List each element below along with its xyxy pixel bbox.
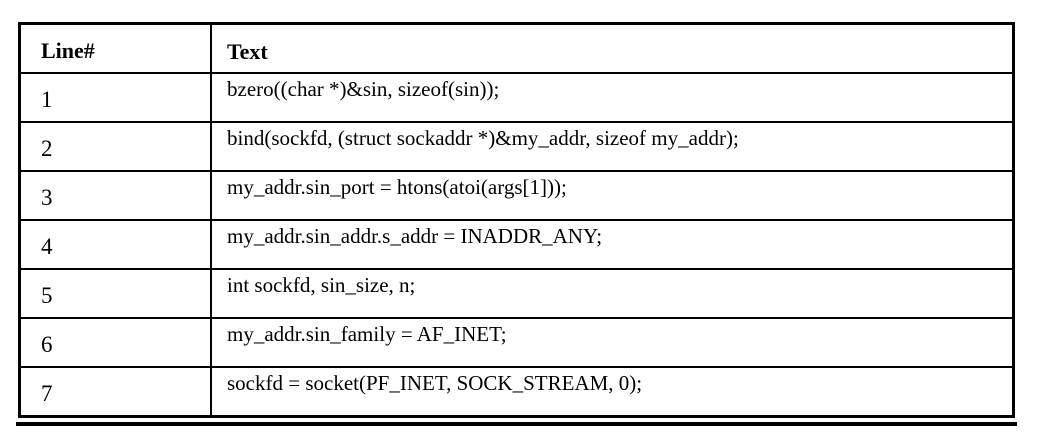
table-row: 6 my_addr.sin_family = AF_INET; [21,317,1012,366]
code-text-cell: my_addr.sin_port = htons(atoi(args[1])); [227,175,567,199]
code-text-cell: bzero((char *)&sin, sizeof(sin)); [227,77,500,101]
bottom-rule-divider [16,422,1017,426]
table-row: 7 sockfd = socket(PF_INET, SOCK_STREAM, … [21,366,1012,415]
line-number-cell: 6 [21,319,212,366]
table-row: 4 my_addr.sin_addr.s_addr = INADDR_ANY; [21,219,1012,268]
line-number-cell: 4 [21,221,212,268]
line-number-cell: 1 [21,74,212,121]
code-lines-table: Line# Text 1 bzero((char *)&sin, sizeof(… [18,22,1015,418]
line-number-cell: 7 [21,368,212,415]
line-number-cell: 3 [21,172,212,219]
table-row: 5 int sockfd, sin_size, n; [21,268,1012,317]
table-row: 3 my_addr.sin_port = htons(atoi(args[1])… [21,170,1012,219]
column-header-text: Text [227,39,268,64]
table-row: 1 bzero((char *)&sin, sizeof(sin)); [21,72,1012,121]
code-text-cell: int sockfd, sin_size, n; [227,273,416,297]
table-header-row: Line# Text [21,25,1012,72]
code-text-cell: my_addr.sin_addr.s_addr = INADDR_ANY; [227,224,603,248]
table-row: 2 bind(sockfd, (struct sockaddr *)&my_ad… [21,121,1012,170]
code-text-cell: bind(sockfd, (struct sockaddr *)&my_addr… [227,126,739,150]
column-header-line-number: Line# [21,25,212,72]
line-number-cell: 2 [21,123,212,170]
code-text-cell: sockfd = socket(PF_INET, SOCK_STREAM, 0)… [227,371,643,395]
code-text-cell: my_addr.sin_family = AF_INET; [227,322,507,346]
line-number-cell: 5 [21,270,212,317]
